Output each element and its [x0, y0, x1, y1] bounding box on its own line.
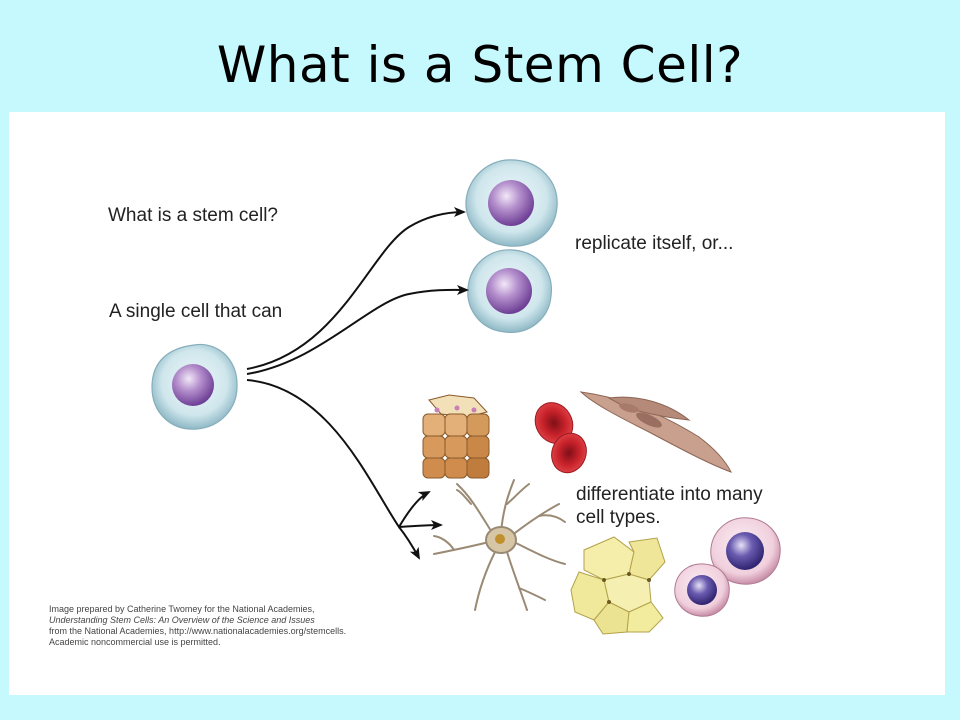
red-blood-cells: [534, 402, 587, 474]
credit-line2: Understanding Stem Cells: An Overview of…: [49, 615, 315, 625]
credit-line3: from the National Academies, http://www.…: [49, 626, 347, 636]
source-stem-cell: [151, 343, 238, 430]
diagram-panel: What is a stem cell? A single cell that …: [9, 112, 945, 695]
image-credit: Image prepared by Catherine Twomey for t…: [49, 604, 379, 648]
intro-label: A single cell that can: [109, 301, 283, 322]
credit-line1: Image prepared by Catherine Twomey for t…: [49, 604, 315, 614]
replicated-stem-cell-top: [465, 159, 558, 247]
fat-cells: [570, 536, 666, 635]
arrow-differentiate-up: [246, 379, 431, 529]
arrows: [246, 207, 469, 560]
credit-line4: Academic noncommercial use is permitted.: [49, 637, 221, 647]
replicate-label: replicate itself, or...: [575, 233, 734, 254]
neuron: [433, 479, 566, 611]
muscle-cells: [579, 391, 733, 473]
differentiate-label-line2: cell types.: [576, 507, 661, 528]
arrow-replicate-top: [246, 207, 466, 370]
arrow-differentiate-down: [398, 526, 420, 560]
epithelial-cells: [422, 394, 490, 479]
stem-cell-diagram: [151, 159, 781, 635]
arrow-replicate-bottom: [246, 284, 469, 375]
slide-title: What is a Stem Cell?: [216, 36, 744, 94]
differentiate-label: differentiate into many cell types.: [576, 483, 763, 529]
arrow-differentiate-mid: [398, 520, 443, 531]
lymphocyte-large: [710, 517, 781, 585]
replicated-stem-cell-bottom: [467, 249, 552, 333]
lymphocyte-small: [674, 563, 730, 617]
differentiate-label-line1: differentiate into many: [576, 484, 763, 505]
question-label: What is a stem cell?: [108, 205, 278, 226]
